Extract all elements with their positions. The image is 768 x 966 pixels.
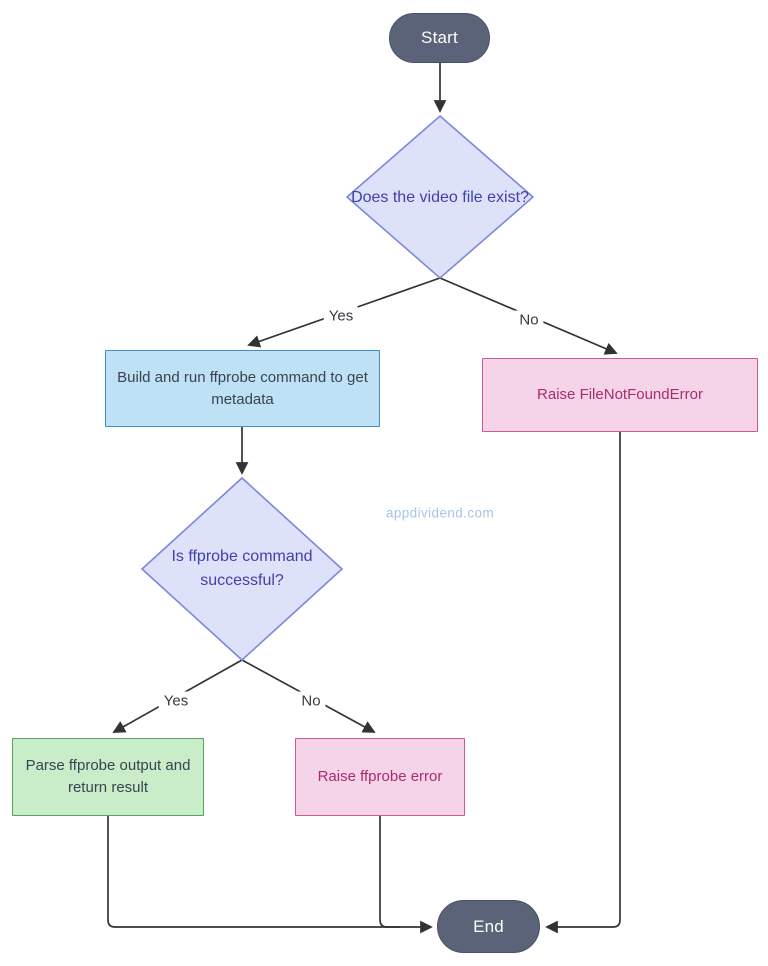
- edge-label-yes-1: Yes: [323, 306, 359, 326]
- decision-ffprobe-success-shape: [140, 476, 344, 662]
- process-raise-ffprobe-error: Raise ffprobe error: [295, 738, 465, 816]
- process-build-ffprobe: Build and run ffprobe command to get met…: [105, 350, 380, 427]
- process-build-ffprobe-label: Build and run ffprobe command to get met…: [117, 368, 368, 408]
- decision-shapes: [140, 114, 535, 662]
- decision-file-exists-shape: [345, 114, 535, 280]
- edge-fnf-to-end: [545, 432, 621, 934]
- edge-ffprobeerror-to-end: [379, 816, 400, 928]
- process-raise-filenotfound-label: Raise FileNotFoundError: [537, 386, 703, 404]
- process-raise-ffprobe-error-label: Raise ffprobe error: [317, 768, 443, 786]
- decision-ffprobe-success-label: Is ffprobe command successful?: [171, 548, 313, 589]
- start-node: Start: [389, 13, 490, 63]
- start-node-label: Start: [421, 28, 458, 47]
- decision-file-exists-label: Does the video file exist?: [351, 189, 529, 206]
- end-node-label: End: [473, 916, 504, 936]
- edge-label-yes-2: Yes: [158, 691, 194, 711]
- process-parse-output: Parse ffprobe output and return result: [12, 738, 204, 816]
- process-parse-output-label: Parse ffprobe output and return result: [25, 757, 191, 796]
- edge-parse-to-end: [107, 816, 433, 934]
- edge-label-no-2: No: [296, 691, 326, 711]
- edge-label-no-1: No: [514, 310, 544, 330]
- process-raise-filenotfound: Raise FileNotFoundError: [482, 358, 758, 432]
- end-node: End: [437, 900, 540, 953]
- watermark-text: appdividend.com: [385, 505, 495, 521]
